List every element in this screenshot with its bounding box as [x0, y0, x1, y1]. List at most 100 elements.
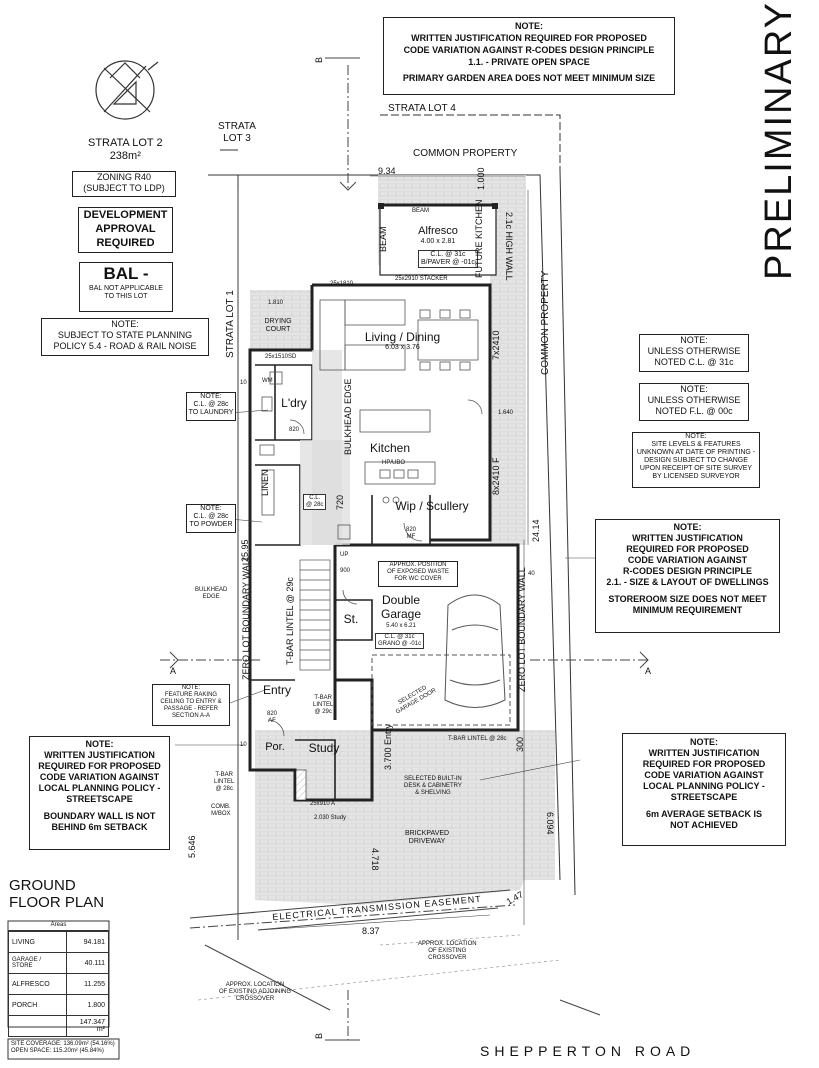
af-line: 820: [267, 711, 278, 717]
garage-name-line: Garage: [380, 607, 422, 621]
crossover-line: OF EXISTING: [428, 948, 467, 954]
area-value: 11.255: [65, 973, 110, 995]
driveway-line: BRICKPAVED: [405, 830, 450, 837]
site-levels-line: SITE LEVELS & FEATURES: [651, 441, 741, 448]
road-name: SHEPPERTON ROAD: [480, 1043, 696, 1059]
lot-boundary: [208, 114, 576, 940]
mf-line: MF: [406, 534, 416, 540]
north-arrow-icon: [95, 60, 159, 120]
cl28-line: C.L.: [309, 495, 321, 501]
label-section-b-top: B: [314, 56, 324, 63]
site-coverage-row: SITE COVERAGE: 136.09m² (54.16%): [11, 1041, 119, 1048]
bulkhead2-line: EDGE: [202, 594, 220, 600]
label-1-640: 1.640: [498, 410, 514, 416]
preliminary-watermark: PRELIMINARY: [758, 1, 800, 280]
dev-approval-line: DEVELOPMENT: [83, 209, 168, 221]
lpp-left-line: CODE VARIATION AGAINST: [39, 772, 160, 782]
label-tbar-28: T-BAR LINTEL @ 28c: [448, 736, 507, 742]
lpp-left-line: BOUNDARY WALL IS NOT: [43, 811, 156, 821]
site-levels-line: BY LICENSED SURVEYOR: [652, 473, 740, 480]
room-store: St.: [343, 612, 359, 626]
label-door-af: 820 AF: [267, 711, 277, 725]
rcodes-line: R-CODES DESIGN PRINCIPLE: [622, 566, 752, 576]
garage-spec: C.L. @ 31c GRANO @ -01c: [375, 633, 425, 649]
label-adjoining-crossover: APPROX. LOCATION OF EXISTING ADJOINING C…: [219, 982, 291, 1003]
rcodes-line: NOTE:: [673, 522, 702, 532]
strata-lot-3-line: LOT 3: [223, 133, 251, 144]
label-720: 720: [335, 494, 345, 510]
lpp-right-line: WRITTEN JUSTIFICATION: [648, 748, 760, 758]
alfresco-spec-line: C.L. @ 31c: [430, 251, 466, 258]
lpp-right-note: NOTE: WRITTEN JUSTIFICATION REQUIRED FOR…: [622, 733, 786, 846]
label-tbar-lintel-28: T-BAR LINTEL @ 28c: [214, 772, 234, 793]
label-hp-ubo: HP/UBO: [382, 460, 406, 466]
label-tbar-29: T-BAR LINTEL @ 29c: [285, 577, 295, 665]
plan-title-line: FLOOR PLAN: [9, 894, 105, 911]
label-washing-machine: WM: [262, 378, 273, 384]
garage-spec-line: C.L. @ 31c: [384, 634, 415, 640]
label-section-b-bottom: B: [314, 1032, 324, 1039]
adjoining-line: APPROX. LOCATION: [225, 982, 285, 988]
rcodes-line: 2.1. - SIZE & LAYOUT OF DWELLINGS: [606, 577, 769, 587]
room-laundry: L'dry: [281, 396, 307, 410]
strata-lot-4-label: STRATA LOT 4: [388, 103, 456, 114]
laundry-ceiling-note: NOTE: C.L. @ 28c TO LAUNDRY: [186, 392, 236, 421]
raking-note-line: NOTE:: [181, 685, 201, 691]
area-label: PORCH: [8, 994, 67, 1016]
room-drying-court: DRYING COURT: [258, 318, 298, 334]
label-tbar-lintel-29: T-BAR LINTEL @ 29c: [313, 695, 333, 716]
site-levels-line: NOTE:: [685, 433, 707, 440]
site-coverage-label: SITE COVERAGE:: [11, 1041, 62, 1047]
comb-line: COMB.: [211, 804, 231, 810]
drying-line: DRYING: [264, 318, 292, 325]
label-10a: 10: [240, 380, 247, 386]
garage-name-line: Double: [381, 593, 421, 607]
dim-5-646: 5.646: [187, 835, 197, 858]
laundry-note-line: NOTE:: [200, 393, 222, 400]
spp-note-line: POLICY 5.4 - ROAD & RAIL NOISE: [53, 341, 197, 351]
lpp-right-line: CODE VARIATION AGAINST: [644, 770, 764, 780]
raking-note-line: FEATURE RAKING: [164, 692, 218, 698]
tbar29-line: LINTEL: [313, 702, 334, 708]
dim-6-094: 6.094: [545, 812, 555, 835]
lpp-right-line: NOTE:: [690, 737, 718, 747]
label-300: 300: [515, 736, 525, 752]
zoning-line: (SUBJECT TO LDP): [83, 183, 165, 193]
wc-note-line: FOR WC COVER: [394, 576, 442, 582]
label-beam: BEAM: [412, 208, 430, 214]
room-porch: Por.: [265, 741, 285, 753]
strata-lot-3-line: STRATA: [218, 121, 256, 132]
alfresco-spec: C.L. @ 31c B/PAVER @ -01c: [418, 250, 478, 268]
bulkhead2-line: BULKHEAD: [195, 587, 228, 593]
lpp-left-line: BEHIND 6m SETBACK: [51, 822, 148, 832]
bal-sub: TO THIS LOT: [104, 293, 148, 300]
lpp-right-line: 6m AVERAGE SETBACK IS: [645, 809, 763, 819]
dim-4-718: 4.718: [370, 848, 380, 871]
label-1000: 1.000: [476, 167, 486, 190]
rcodes-line: REQUIRED FOR PROPOSED: [626, 544, 749, 554]
site-levels-line: UNKNOWN AT DATE OF PRINTING -: [636, 449, 756, 456]
label-meter-box: COMB. M/BOX: [211, 804, 231, 818]
room-entry: Entry: [262, 683, 291, 697]
spp-note-line: SUBJECT TO STATE PLANNING: [57, 330, 193, 340]
label-high-wall: 2.1c HIGH WALL: [504, 212, 514, 281]
builtin-line: & SHELVING: [415, 790, 451, 796]
note-line: 1.1. - PRIVATE OPEN SPACE: [468, 57, 590, 67]
lpp-right-line: REQUIRED FOR PROPOSED: [642, 759, 766, 769]
plan-title-line: GROUND: [9, 877, 76, 894]
room-living-dining: Living / Dining 6.03 x 3.76: [355, 330, 450, 352]
room-double-garage: Double Garage 5.40 x 6.21: [372, 593, 430, 630]
note-line: NOTE:: [515, 21, 543, 31]
dim-8-37: 8.37: [362, 926, 380, 936]
section-line-b: [325, 57, 360, 1041]
area-value: 1.800: [65, 994, 110, 1016]
powder-ceiling-note: NOTE: C.L. @ 28c TO POWDER: [186, 504, 236, 533]
raking-note-line: CEILING TO ENTRY &: [160, 699, 222, 705]
af-line: AF: [268, 718, 276, 724]
tbar28-line: T-BAR: [215, 772, 233, 778]
label-section-a-right: A: [645, 666, 652, 676]
label-door-mf: 820 MF: [406, 527, 416, 541]
